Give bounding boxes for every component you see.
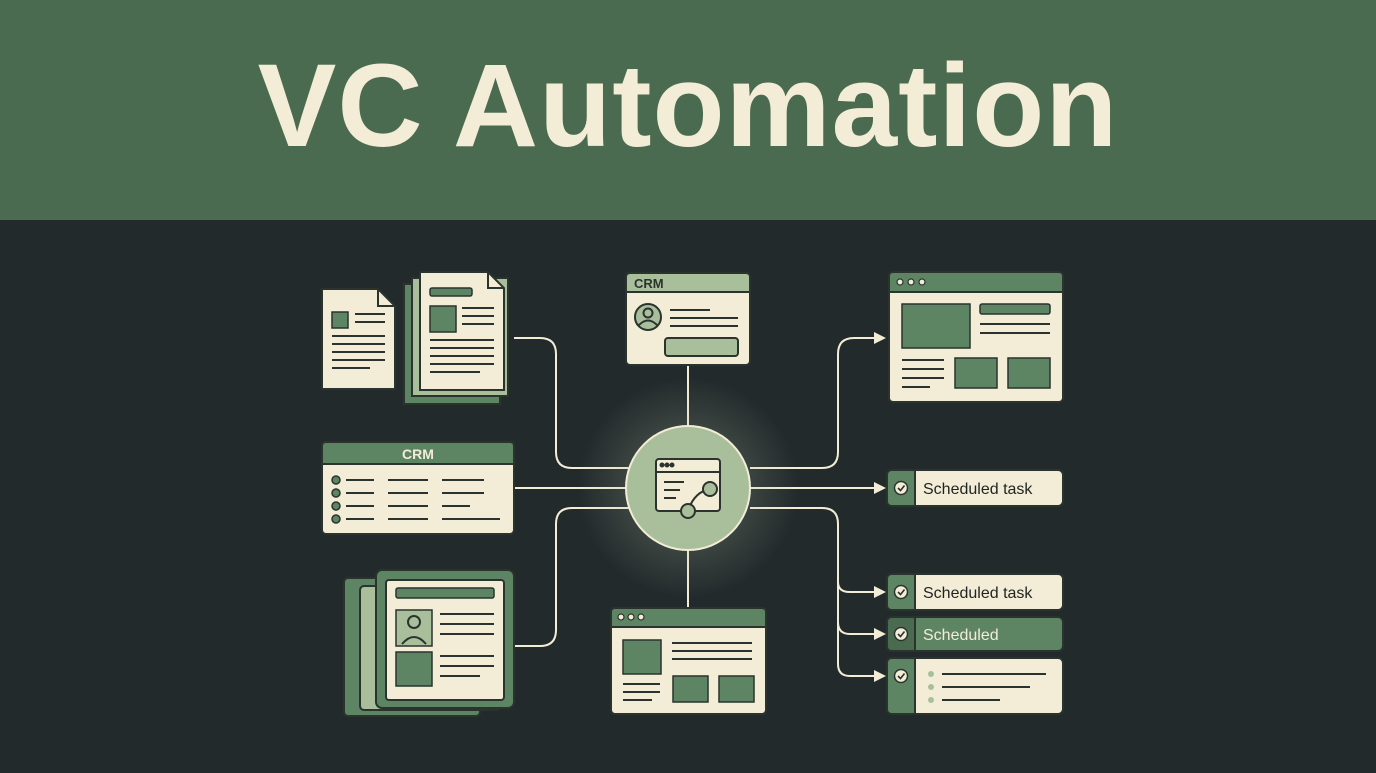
connector-task-2 — [837, 581, 874, 593]
scheduled-task-2: Scheduled task — [886, 573, 1064, 611]
arrow-task-2 — [874, 586, 886, 598]
connector-tasks — [750, 507, 874, 677]
check-icon — [893, 584, 909, 600]
arrow-task-4 — [874, 670, 886, 682]
task-1-label: Scheduled task — [923, 481, 1033, 498]
connector-dashboard — [750, 337, 874, 469]
title-banner: VC Automation — [0, 0, 1376, 220]
arrow-task-3 — [874, 628, 886, 640]
check-icon — [893, 626, 909, 642]
crm-list-panel: CRM — [321, 441, 515, 535]
crm-contact-card: CRM — [625, 272, 751, 366]
workflow-window — [610, 607, 767, 715]
person-icon — [395, 609, 433, 647]
arrowheads — [874, 332, 886, 682]
connector-task-3 — [837, 621, 874, 635]
crm-card-label: CRM — [634, 276, 664, 291]
arrow-task-1 — [874, 482, 886, 494]
connector-documents — [514, 337, 640, 469]
profile-stack-icon — [343, 569, 515, 717]
crm-list-label: CRM — [402, 446, 434, 462]
document-icon-single — [321, 288, 396, 390]
scheduled-task-1: Scheduled task — [886, 469, 1064, 507]
automation-diagram: CRM — [0, 220, 1376, 768]
task-2-label: Scheduled task — [923, 585, 1033, 602]
check-icon — [893, 668, 909, 684]
dashboard-window — [888, 271, 1064, 403]
connector-profiles — [514, 507, 640, 647]
diagram-canvas: CRM — [321, 271, 1064, 717]
user-avatar-icon — [634, 303, 662, 331]
page-title: VC Automation — [257, 40, 1119, 172]
task-3-label: Scheduled — [923, 627, 999, 644]
check-icon — [893, 480, 909, 496]
arrow-dashboard — [874, 332, 886, 344]
automation-hub — [578, 378, 798, 598]
workflow-window-icon — [655, 458, 721, 519]
scheduled-task-3: Scheduled — [886, 616, 1064, 652]
scheduled-task-4 — [886, 657, 1064, 715]
document-stack-icon — [403, 271, 509, 405]
